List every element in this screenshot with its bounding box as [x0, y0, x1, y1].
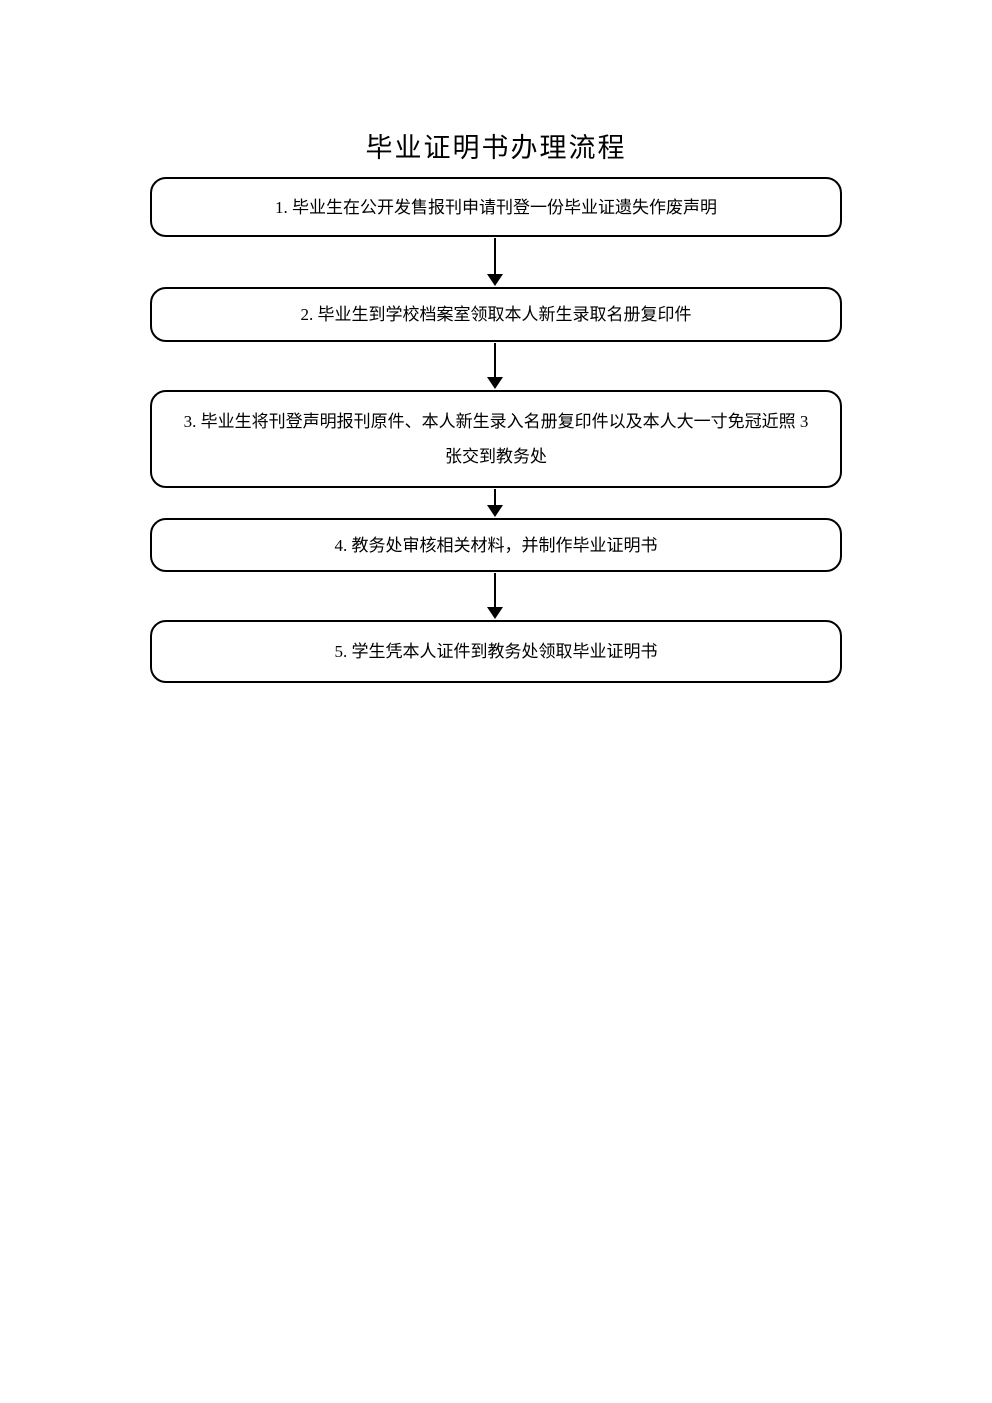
- arrow-line: [493, 238, 497, 274]
- arrow-down-icon: [487, 573, 503, 619]
- flow-step-5: 5. 学生凭本人证件到教务处领取毕业证明书: [150, 620, 842, 683]
- flow-step-5-text: 5. 学生凭本人证件到教务处领取毕业证明书: [334, 642, 658, 661]
- arrow-line: [493, 573, 497, 607]
- arrow-head: [487, 274, 503, 286]
- arrow-down-icon: [487, 343, 503, 389]
- arrow-head: [487, 607, 503, 619]
- arrow-line: [493, 489, 497, 505]
- flow-step-4: 4. 教务处审核相关材料，并制作毕业证明书: [150, 518, 842, 572]
- flow-step-1: 1. 毕业生在公开发售报刊申请刊登一份毕业证遗失作废声明: [150, 177, 842, 237]
- flow-step-2-text: 2. 毕业生到学校档案室领取本人新生录取名册复印件: [300, 305, 692, 324]
- arrow-head: [487, 377, 503, 389]
- flow-step-3-text-line-1: 3. 毕业生将刊登声明报刊原件、本人新生录入名册复印件以及本人大一寸免冠近照 3: [183, 412, 809, 431]
- flow-step-2: 2. 毕业生到学校档案室领取本人新生录取名册复印件: [150, 287, 842, 342]
- flow-step-3: 3. 毕业生将刊登声明报刊原件、本人新生录入名册复印件以及本人大一寸免冠近照 3…: [150, 390, 842, 488]
- flow-step-1-text: 1. 毕业生在公开发售报刊申请刊登一份毕业证遗失作废声明: [275, 197, 717, 217]
- arrow-head: [487, 505, 503, 517]
- arrow-line: [493, 343, 497, 377]
- arrow-down-icon: [487, 238, 503, 286]
- arrow-down-icon: [487, 489, 503, 517]
- flow-step-3-text-line-2: 张交到教务处: [445, 447, 547, 466]
- flow-step-4-text: 4. 教务处审核相关材料，并制作毕业证明书: [334, 535, 658, 555]
- page-title: 毕业证明书办理流程: [365, 133, 627, 163]
